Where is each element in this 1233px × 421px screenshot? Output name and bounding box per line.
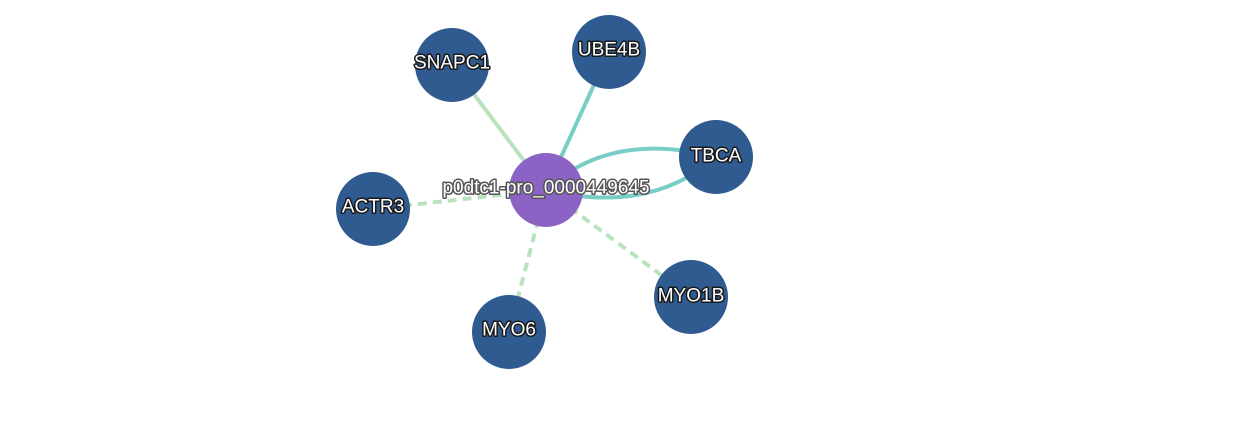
node-tbca[interactable] bbox=[679, 120, 753, 194]
node-label-myo6: MYO6 bbox=[482, 320, 536, 341]
node-label-tbca: TBCA bbox=[691, 146, 742, 167]
node-myo6[interactable] bbox=[472, 295, 546, 369]
node-actr3[interactable] bbox=[336, 172, 410, 246]
node-myo1b[interactable] bbox=[654, 260, 728, 334]
label-layer: SNAPC1 UBE4B TBCA ACTR3 MYO6 MYO1B p0dtc… bbox=[340, 38, 743, 342]
node-label-actr3: ACTR3 bbox=[342, 197, 404, 218]
node-layer bbox=[336, 15, 753, 369]
node-hub[interactable] bbox=[509, 153, 583, 227]
node-label-myo1b: MYO1B bbox=[658, 286, 725, 307]
node-label-ube4b: UBE4B bbox=[578, 40, 640, 61]
node-snapc1[interactable] bbox=[415, 28, 489, 102]
node-label-snapc1: SNAPC1 bbox=[414, 53, 490, 74]
node-ube4b[interactable] bbox=[572, 15, 646, 89]
hub-label: p0dtc1-pro_0000449645 bbox=[442, 178, 649, 199]
